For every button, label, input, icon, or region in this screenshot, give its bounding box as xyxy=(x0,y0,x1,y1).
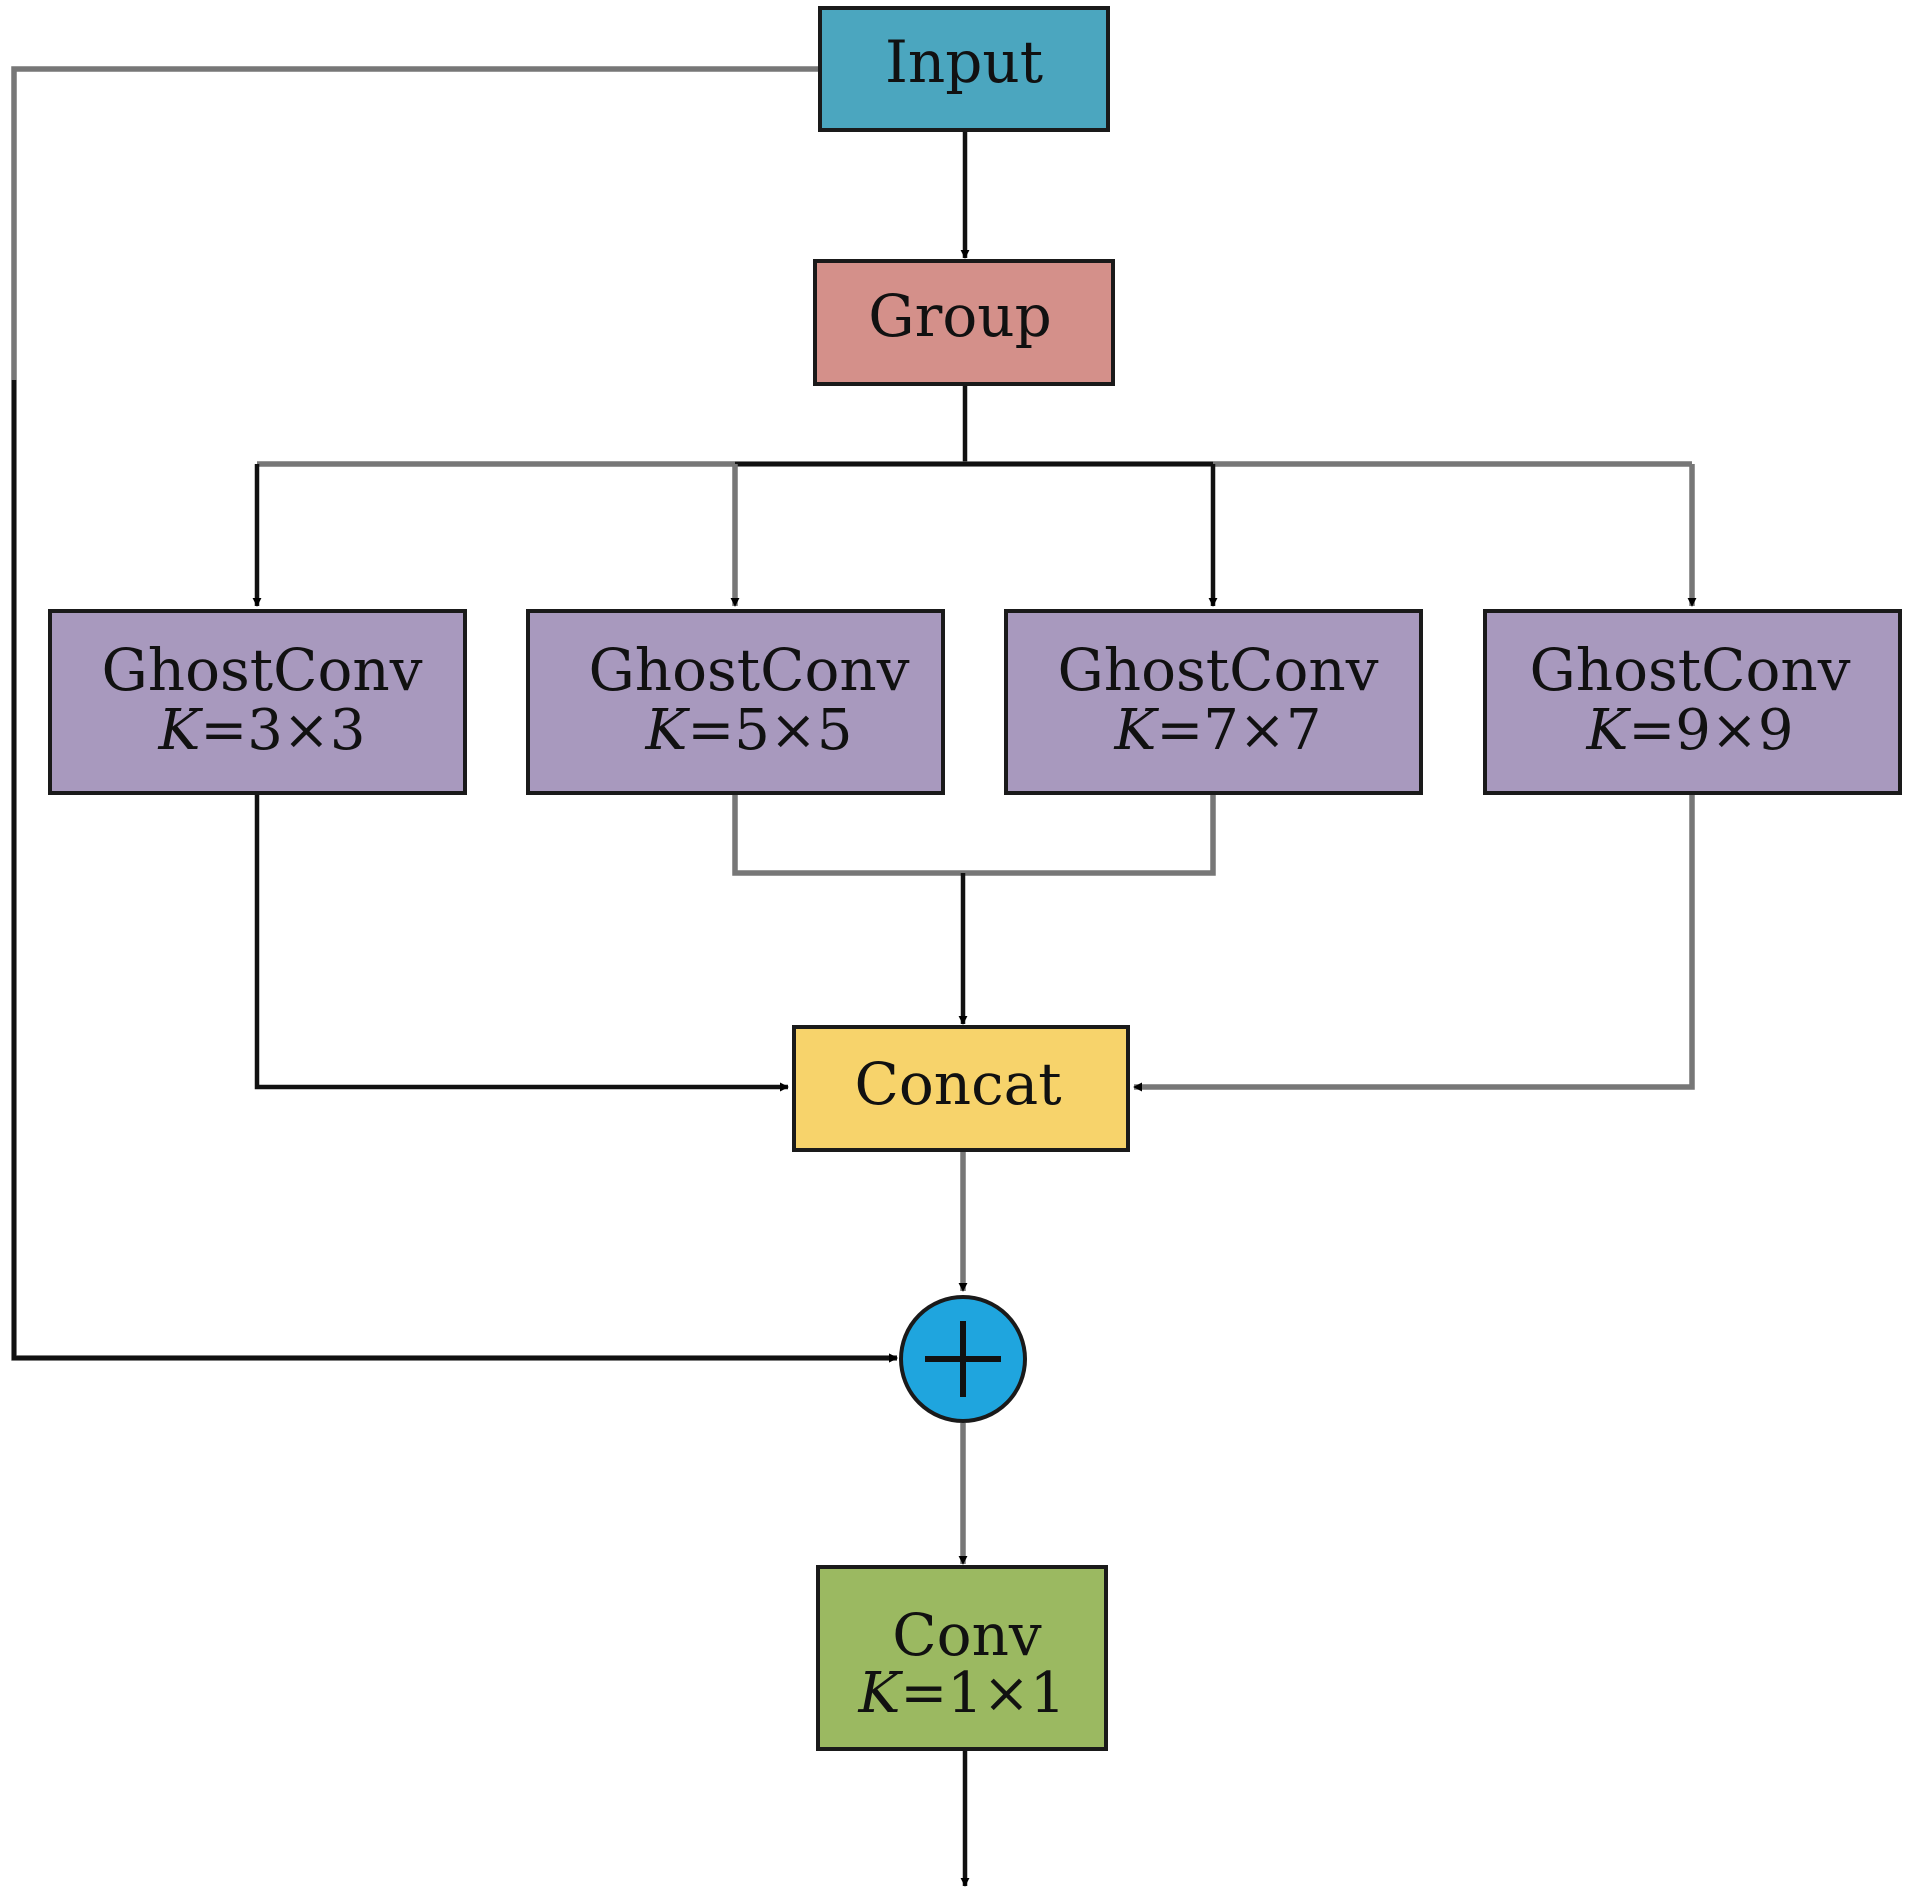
conv-k-value: =1×1 xyxy=(900,1661,1065,1726)
node-conv: Conv K=1×1 xyxy=(816,1565,1108,1751)
conv-label: Conv xyxy=(892,1601,1042,1669)
ghostconv-5-k-value: =5×5 xyxy=(687,698,852,763)
node-input: Input xyxy=(818,6,1110,132)
conv-k-symbol: K xyxy=(858,1661,904,1726)
ghostconv-5-kernel: K=5×5 xyxy=(645,698,853,763)
node-ghostconv-9: GhostConv K=9×9 xyxy=(1483,609,1902,795)
ghostconv-7-k-symbol: K xyxy=(1114,698,1160,763)
ghostconv-9-k-symbol: K xyxy=(1586,698,1632,763)
ghostconv-9-k-value: =9×9 xyxy=(1628,698,1793,763)
edge-merge-5-7 xyxy=(732,795,1216,876)
ghostconv-3-kernel: K=3×3 xyxy=(158,698,366,763)
edge-skip-connection-dark xyxy=(11,380,898,1363)
ghostconv-9-label: GhostConv xyxy=(1529,636,1850,704)
ghostconv-3-box xyxy=(48,609,467,795)
ghostconv-5-k-symbol: K xyxy=(645,698,691,763)
edges xyxy=(11,66,1697,1887)
input-label: Input xyxy=(885,28,1043,96)
ghostconv-9-box xyxy=(1483,609,1902,795)
conv-kernel: K=1×1 xyxy=(858,1661,1066,1726)
concat-label: Concat xyxy=(854,1050,1061,1118)
ghostconv-5-box xyxy=(526,609,945,795)
ghostconv-7-k-value: =7×7 xyxy=(1156,698,1321,763)
node-add xyxy=(899,1295,1027,1423)
conv-box xyxy=(816,1565,1108,1751)
ghostconv-3-label: GhostConv xyxy=(101,636,422,704)
node-ghostconv-5: GhostConv K=5×5 xyxy=(526,609,945,795)
ghostconv-9-kernel: K=9×9 xyxy=(1586,698,1794,763)
ghostconv-3-k-value: =3×3 xyxy=(200,698,365,763)
ghostconv-3-k-symbol: K xyxy=(158,698,204,763)
group-box xyxy=(813,259,1115,386)
ghostconv-7-kernel: K=7×7 xyxy=(1114,698,1322,763)
ghostconv-7-box xyxy=(1004,609,1423,795)
group-label: Group xyxy=(868,282,1051,350)
edge-ghostconv-3-to-concat xyxy=(254,795,789,1092)
input-box xyxy=(818,6,1110,132)
concat-box xyxy=(792,1025,1130,1152)
ghostconv-5-label: GhostConv xyxy=(588,636,909,704)
node-concat: Concat xyxy=(792,1025,1130,1152)
node-ghostconv-3: GhostConv K=3×3 xyxy=(48,609,467,795)
node-ghostconv-7: GhostConv K=7×7 xyxy=(1004,609,1423,795)
node-group: Group xyxy=(813,259,1115,386)
edge-ghostconv-9-to-concat xyxy=(1133,795,1695,1092)
ghostconv-7-label: GhostConv xyxy=(1057,636,1378,704)
